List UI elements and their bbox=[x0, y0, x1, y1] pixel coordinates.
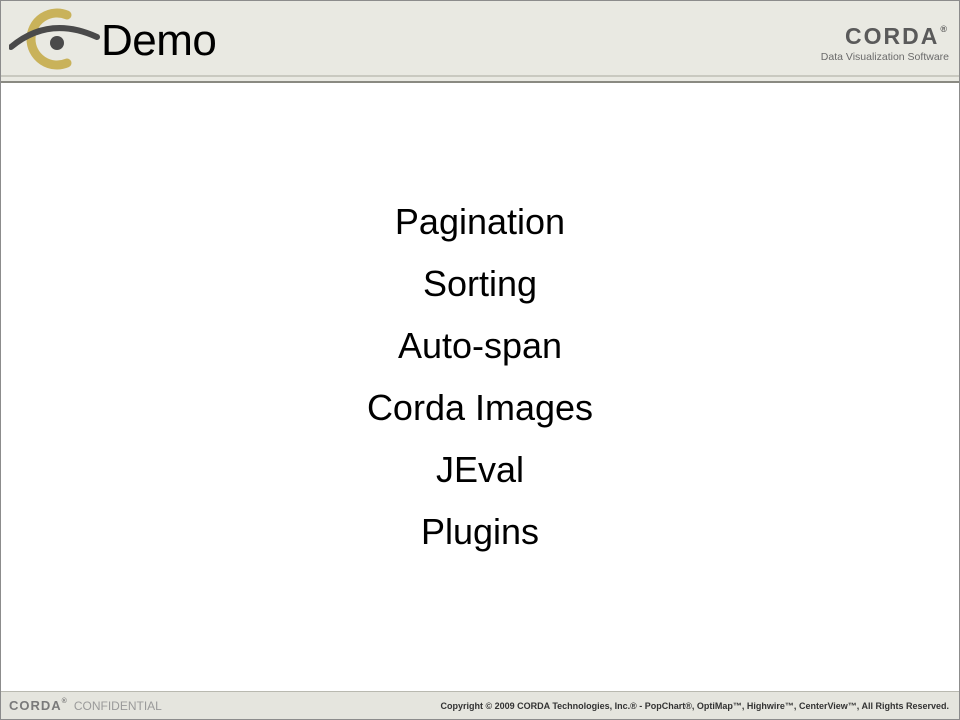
header-divider bbox=[1, 75, 959, 77]
brand-registered-mark: ® bbox=[940, 24, 949, 34]
topic-item-corda-images: Corda Images bbox=[366, 387, 594, 428]
slide-header: Demo CORDA® Data Visualization Software bbox=[1, 1, 959, 83]
brand-name: CORDA bbox=[845, 23, 940, 49]
slide-footer: CORDA® CONFIDENTIAL Copyright © 2009 CORD… bbox=[1, 691, 959, 719]
footer-confidential: CONFIDENTIAL bbox=[73, 699, 162, 713]
topic-item-sorting: Sorting bbox=[422, 263, 538, 304]
footer-brand-name: CORDA bbox=[9, 698, 62, 713]
topic-item-auto-span: Auto-span bbox=[397, 325, 563, 366]
footer-copyright: Copyright © 2009 CORDA Technologies, Inc… bbox=[440, 701, 949, 711]
slide-title: Demo bbox=[101, 16, 217, 65]
eye-c-logo-icon bbox=[9, 8, 100, 70]
topic-list: Pagination Sorting Auto-span Corda Image… bbox=[1, 191, 959, 563]
topic-item-pagination: Pagination bbox=[394, 201, 566, 242]
topic-item-plugins: Plugins bbox=[420, 511, 540, 552]
brand-tagline: Data Visualization Software bbox=[820, 51, 949, 63]
footer-registered-mark: ® bbox=[61, 698, 68, 705]
corda-brand-logo: CORDA® Data Visualization Software bbox=[820, 23, 949, 64]
topic-item-jeval: JEval bbox=[435, 449, 525, 490]
footer-brand: CORDA® CONFIDENTIAL bbox=[9, 698, 162, 713]
